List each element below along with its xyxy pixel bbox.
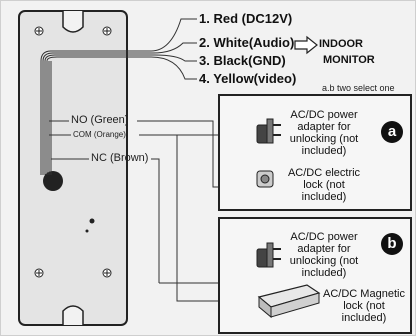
- magnetic-lock-icon: [257, 284, 321, 319]
- power-adapter-b-icon: [256, 242, 281, 268]
- option-a-badge: a: [381, 121, 403, 143]
- camera-lens-icon: [43, 171, 63, 191]
- led-indicator-icon: [89, 218, 95, 224]
- top-mount-notch: [62, 11, 84, 33]
- wire-label-white: 2. White(Audio): [199, 35, 295, 50]
- option-b-badge: b: [381, 233, 403, 255]
- terminal-label-nc: NC (Brown): [91, 152, 149, 164]
- wire-label-black: 3. Black(GND): [199, 53, 286, 68]
- screw-top-left-icon: [34, 26, 44, 36]
- option-b-adapter-text: AC/DC power adapter for unlocking (not i…: [289, 231, 359, 279]
- monitor-label-line1: INDOOR: [319, 38, 363, 50]
- nc-wire: [151, 158, 160, 283]
- monitor-arrow-icon: [294, 35, 318, 55]
- screw-top-right-icon: [102, 26, 112, 36]
- wire-label-red: 1. Red (DC12V): [199, 11, 293, 26]
- terminal-label-no: NO (Green): [71, 114, 129, 126]
- select-note: a.b two select one: [322, 83, 395, 93]
- option-b-lock-text: AC/DC Magnetic lock (not included): [323, 288, 405, 324]
- power-adapter-a-icon: [256, 118, 281, 144]
- electric-lock-icon: [256, 170, 274, 188]
- outdoor-unit-panel: [18, 10, 128, 326]
- option-a-adapter-text: AC/DC power adapter for unlocking (not i…: [289, 109, 359, 157]
- option-a-box: [218, 94, 412, 211]
- microphone-hole-icon: [85, 229, 89, 233]
- screw-bottom-right-icon: [102, 268, 112, 278]
- screw-bottom-left-icon: [34, 268, 44, 278]
- bottom-mount-notch: [62, 305, 84, 325]
- monitor-label-line2: MONITOR: [323, 54, 375, 66]
- wire-bundle: [40, 18, 197, 175]
- option-a-lock-text: AC/DC electric lock (not included): [287, 167, 361, 203]
- terminal-label-com: COM (Orange): [73, 130, 126, 139]
- wire-label-yellow: 4. Yellow(video): [199, 71, 297, 86]
- option-b-box: [218, 217, 412, 334]
